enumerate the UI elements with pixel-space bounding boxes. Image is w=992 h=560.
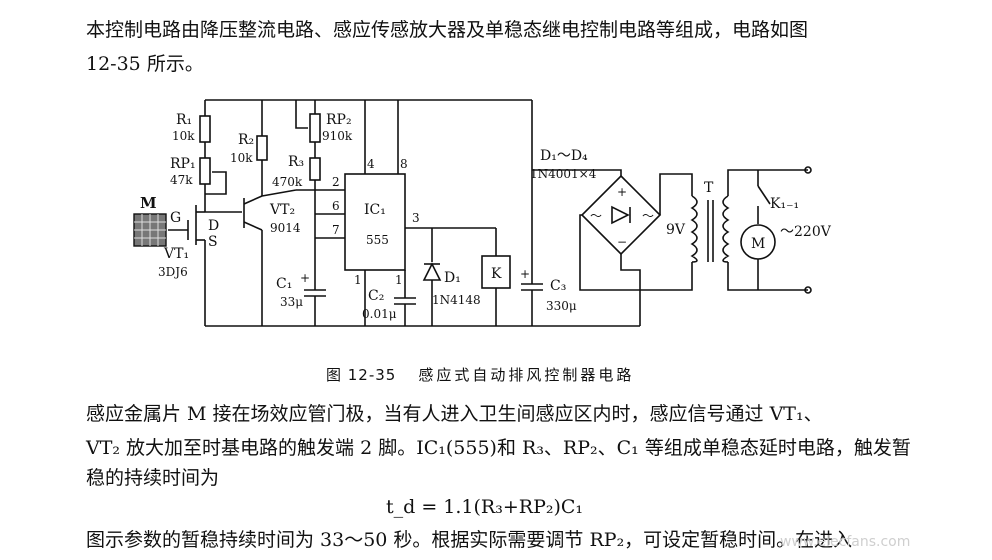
rp1-value: 47k <box>170 173 193 187</box>
ic1-type: 555 <box>366 233 389 247</box>
watermark: www.elecfans.com <box>780 534 911 550</box>
pin1b-label: 1 <box>395 273 403 287</box>
body-line-1: 感应金属片 M 接在场效应管门极，当有人进入卫生间感应区内时，感应信号通过 VT… <box>86 403 823 425</box>
c1-label: C₁ <box>276 276 292 292</box>
body-line-2: VT₂ 放大加至时基电路的触发端 2 脚。IC₁(555)和 R₃、RP₂、C₁… <box>86 437 911 459</box>
r1-value: 10k <box>172 129 195 143</box>
rp2-label: RP₂ <box>326 112 352 128</box>
transformer-t <box>690 195 698 263</box>
r2-resistor <box>256 135 268 161</box>
pin6-label: 6 <box>332 199 340 213</box>
vt2-type: 9014 <box>270 221 301 235</box>
r3-label: R₃ <box>288 154 304 170</box>
d1-label: D₁ <box>444 270 461 286</box>
pin4-label: 4 <box>367 157 375 171</box>
caption-title: 感应式自动排风控制器电路 <box>418 366 635 384</box>
pin2-label: 2 <box>332 175 340 189</box>
c2-label: C₂ <box>368 288 384 304</box>
pin8-label: 8 <box>400 157 408 171</box>
c1-value: 33μ <box>280 295 303 309</box>
bridge-label: D₁～D₄ <box>540 148 588 164</box>
rp2-value: 910k <box>322 129 353 143</box>
voltage-9v: 9V <box>666 222 686 238</box>
r1-resistor <box>199 115 211 143</box>
d1-type: 1N4148 <box>432 293 481 307</box>
rp2-potentiometer <box>309 113 321 143</box>
k1-1-label: K₁₋₁ <box>770 196 799 212</box>
body-line-3: 稳的持续时间为 <box>86 467 220 489</box>
r3-value: 470k <box>272 175 303 189</box>
k-label: K <box>491 266 502 282</box>
pin3-label: 3 <box>412 211 420 225</box>
s-label: S <box>208 234 218 250</box>
pin1a-label: 1 <box>354 273 362 287</box>
figure-caption: 图 12-35 感应式自动排风控制器电路 <box>326 364 634 385</box>
c1-plus: + <box>300 271 310 285</box>
r3-resistor <box>309 157 321 181</box>
caption-number: 图 12-35 <box>326 366 397 384</box>
ic1-label: IC₁ <box>364 202 386 218</box>
transformer-label: T <box>704 180 714 196</box>
d-label: D <box>208 218 219 234</box>
r2-label: R₂ <box>238 132 254 148</box>
c3-value: 330μ <box>546 299 577 313</box>
motor-label: M <box>751 236 765 252</box>
c3-plus: + <box>520 267 530 281</box>
formula: t_d = 1.1(R₃+RP₂)C₁ <box>386 496 584 518</box>
bridge-plus: + <box>617 185 627 199</box>
r2-value: 10k <box>230 151 253 165</box>
intro-line-2: 12-35 所示。 <box>86 53 204 75</box>
vt1-label: VT₁ <box>163 246 189 262</box>
ac-220v-label: ～220V <box>780 224 832 240</box>
vt2-label: VT₂ <box>269 202 295 218</box>
g-label: G <box>170 210 181 226</box>
c3-label: C₃ <box>550 278 566 294</box>
relay-contact-k1-1 <box>757 185 771 205</box>
pin7-label: 7 <box>332 223 340 237</box>
vt1-type: 3DJ6 <box>158 265 188 279</box>
body-line-4: 图示参数的暂稳持续时间为 33～50 秒。根据实际需要调节 RP₂，可设定暂稳时… <box>86 529 853 551</box>
c2-value: 0.01μ <box>362 307 397 321</box>
rp1-potentiometer <box>199 157 211 185</box>
rp1-label: RP₁ <box>170 156 196 172</box>
m-label: M <box>140 194 157 212</box>
r1-label: R₁ <box>176 112 192 128</box>
d1-diode <box>422 262 442 281</box>
bridge-tilde-right: ～ <box>642 209 654 223</box>
bridge-minus: − <box>617 235 627 249</box>
bridge-type: 1N4001×4 <box>530 167 597 181</box>
circuit-diagram: R₁ 10k RP₁ 47k R₂ 10k RP₂ 910k R₃ 470k M… <box>133 99 832 327</box>
ic1-555 <box>344 173 406 271</box>
intro-line-1: 本控制电路由降压整流电路、感应传感放大器及单稳态继电控制电路等组成，电路如图 <box>86 19 809 41</box>
bridge-tilde-left: ～ <box>590 209 602 223</box>
